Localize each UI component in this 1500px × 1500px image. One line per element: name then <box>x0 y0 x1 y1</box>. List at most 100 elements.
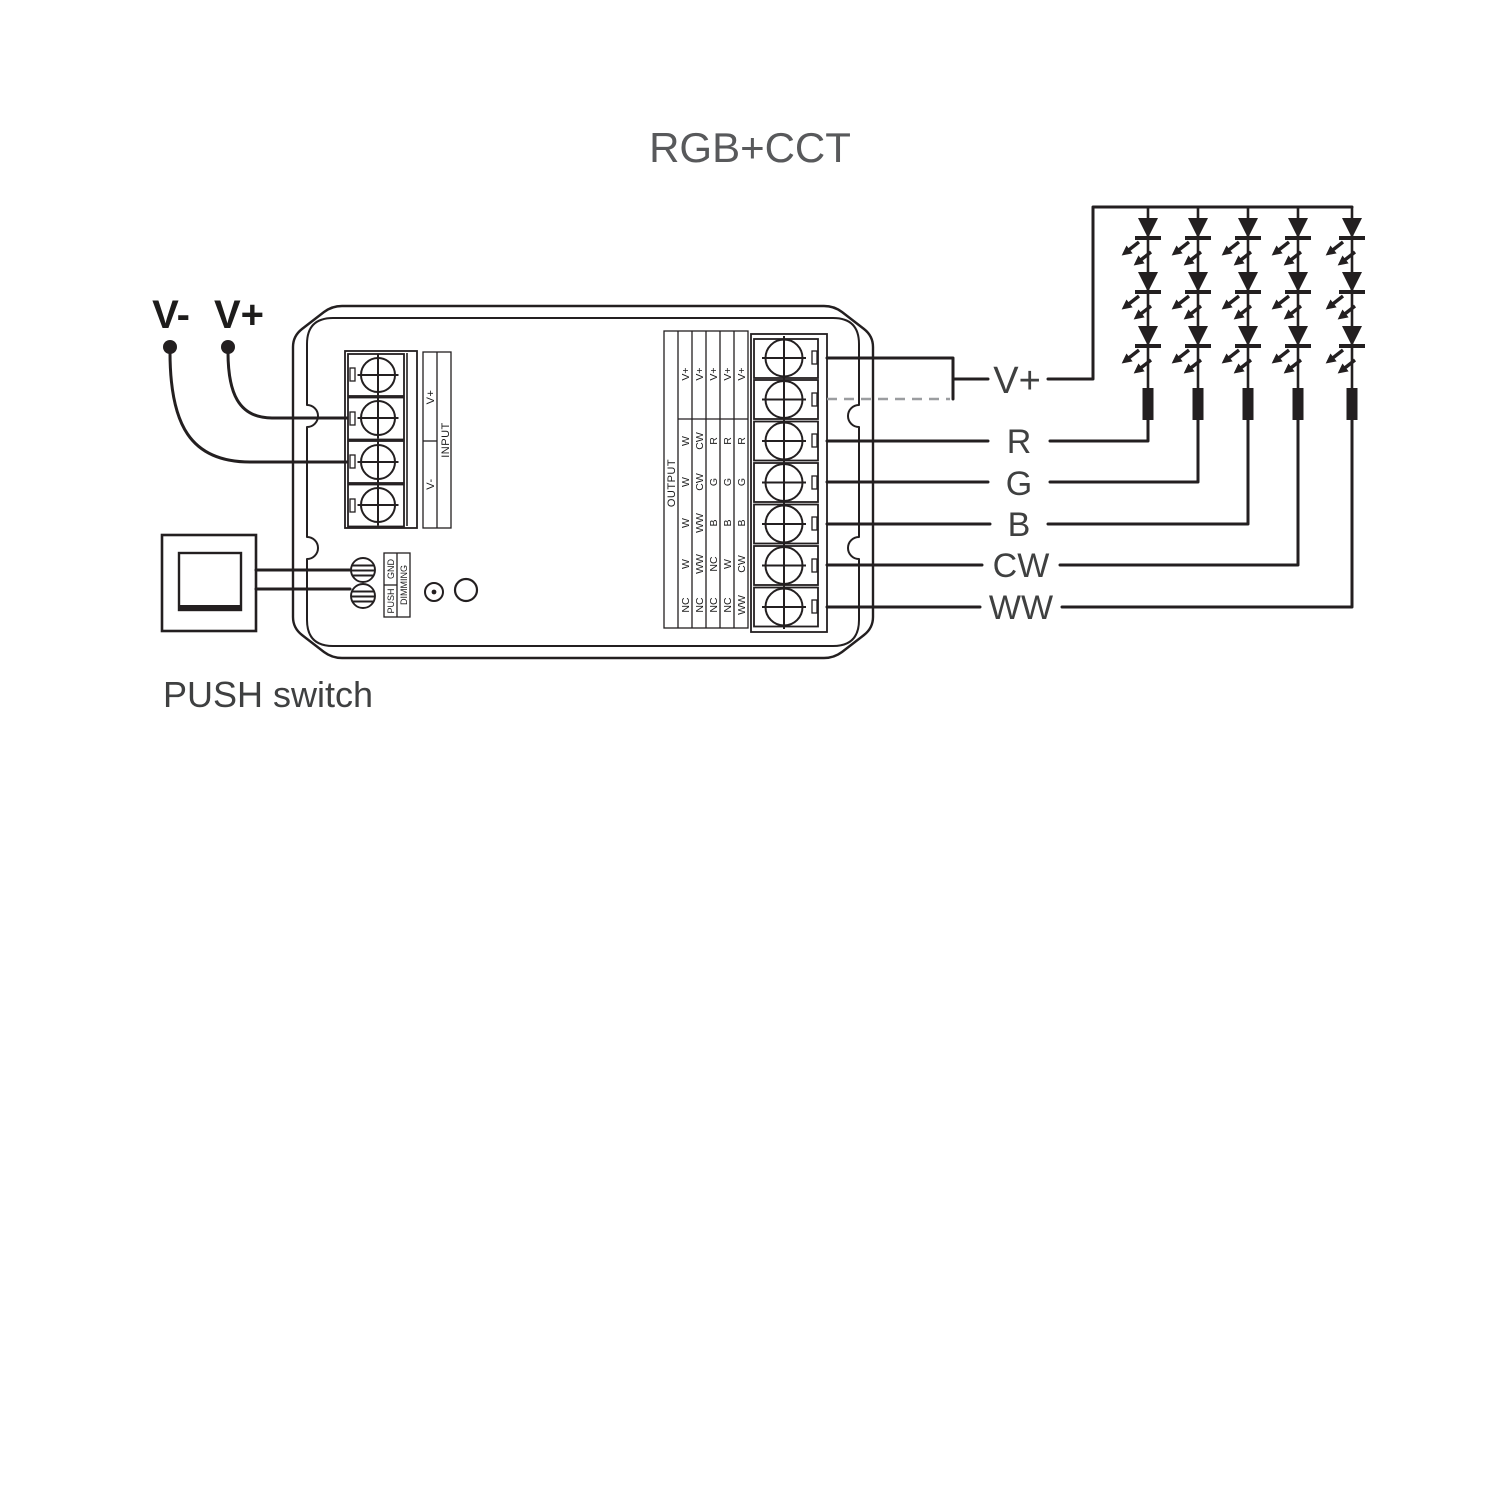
input-terminal <box>347 440 405 484</box>
output-terminal <box>753 335 819 381</box>
led-icon <box>1320 270 1367 326</box>
output-table-cell: NC <box>708 597 720 613</box>
gnd-label: GND <box>386 559 396 580</box>
input-label-strip: V+ INPUT V- <box>422 351 452 529</box>
output-terminal <box>753 376 819 423</box>
device-button-icon <box>453 577 479 603</box>
vminus-input-wire <box>168 350 349 464</box>
output-table-cell: WW <box>736 595 748 615</box>
output-table-cell: R <box>708 437 720 445</box>
b-wire <box>825 418 1250 526</box>
led-icon <box>1216 270 1263 326</box>
output-table-cell: NC <box>694 597 706 613</box>
power-negative-label: V- <box>152 293 190 337</box>
output-table-cell: V+ <box>680 367 692 380</box>
led-icon <box>1266 270 1313 326</box>
output-table-cell: G <box>736 478 748 486</box>
output-wiring: V+ R G B CW WW <box>825 205 1354 627</box>
led-icon <box>1266 216 1313 272</box>
cw-wire <box>825 418 1300 567</box>
dimming-label: DIMMING <box>399 565 409 605</box>
wire-label-b: B <box>1008 506 1031 544</box>
push-switch-label: PUSH switch <box>163 674 373 715</box>
led-string <box>1166 207 1213 420</box>
output-table-cell: W <box>680 559 692 569</box>
led-string <box>1116 207 1163 420</box>
resistor-icon <box>1346 388 1358 420</box>
dimming-panel: GND PUSH DIMMING <box>350 552 479 618</box>
wire-label-vplus: V+ <box>993 360 1041 402</box>
output-table-cell: G <box>708 478 720 486</box>
resistor-icon <box>1242 388 1254 420</box>
output-header-label: OUTPUT <box>666 459 678 507</box>
output-terminal <box>753 459 819 506</box>
output-terminal <box>753 542 819 589</box>
output-table-cell: B <box>722 519 734 526</box>
led-string <box>1320 207 1367 420</box>
input-terminal <box>347 353 405 397</box>
led-icon <box>1216 216 1263 272</box>
output-table-cell: W <box>680 436 692 446</box>
controller-body <box>291 304 875 660</box>
output-table-cell: NC <box>722 597 734 613</box>
controller-outer-case <box>291 304 875 660</box>
led-string <box>1216 207 1263 420</box>
output-table-cell: G <box>722 478 734 486</box>
input-terminal-block <box>344 350 418 529</box>
output-table-cell: R <box>736 437 748 445</box>
push-label: PUSH <box>386 588 396 613</box>
output-table-cell: NC <box>680 597 692 613</box>
r-wire <box>825 418 1150 443</box>
output-table-cell: CW <box>694 473 706 491</box>
output-table-cell: WW <box>694 513 706 533</box>
led-icon <box>1266 324 1313 380</box>
ww-wire <box>825 418 1354 609</box>
output-terminal <box>753 501 819 547</box>
input-terminal <box>347 483 405 528</box>
output-table-cell: WW <box>694 554 706 574</box>
output-table-cell: B <box>708 519 720 526</box>
output-table-cell: V+ <box>722 367 734 380</box>
vplus-output-wire <box>825 356 990 401</box>
push-switch <box>160 533 352 633</box>
dimming-label-strip: GND PUSH DIMMING <box>383 552 411 618</box>
input-header-label: INPUT <box>440 422 452 458</box>
output-table-cell: W <box>680 518 692 528</box>
output-table-cell: CW <box>736 555 748 573</box>
resistor-icon <box>1142 388 1154 420</box>
resistor-icon <box>1292 388 1304 420</box>
vplus-bus-wire <box>1046 205 1354 381</box>
wire-label-cw: CW <box>993 547 1050 585</box>
vplus-input-wire <box>226 350 349 420</box>
led-icon <box>1116 216 1163 272</box>
output-table-cell: W <box>722 559 734 569</box>
output-terminal <box>753 418 819 464</box>
wire-label-r: R <box>1007 423 1032 461</box>
led-icon <box>1116 324 1163 380</box>
led-icon <box>1320 324 1367 380</box>
output-terminal <box>753 584 819 630</box>
led-array <box>1116 207 1367 420</box>
input-terminal <box>347 396 405 441</box>
diagram-title: RGB+CCT <box>649 124 851 171</box>
led-icon <box>1320 216 1367 272</box>
led-icon <box>1166 216 1213 272</box>
wire-label-g: G <box>1006 465 1032 503</box>
output-table-cell: CW <box>694 432 706 450</box>
output-table-cell: NC <box>708 556 720 572</box>
power-positive-label: V+ <box>214 293 264 337</box>
wire-label-ww: WW <box>989 589 1053 627</box>
led-icon <box>1116 270 1163 326</box>
input-negative-label: V- <box>425 478 437 489</box>
led-string <box>1266 207 1313 420</box>
led-icon <box>1166 324 1213 380</box>
output-table-cell: R <box>722 437 734 445</box>
led-icon <box>1166 270 1213 326</box>
output-table-cell: V+ <box>694 367 706 380</box>
output-table-cell: W <box>680 477 692 487</box>
g-wire <box>825 418 1200 484</box>
resistor-icon <box>1192 388 1204 420</box>
output-table-cell: V+ <box>708 367 720 380</box>
controller-inner-case <box>306 317 860 647</box>
